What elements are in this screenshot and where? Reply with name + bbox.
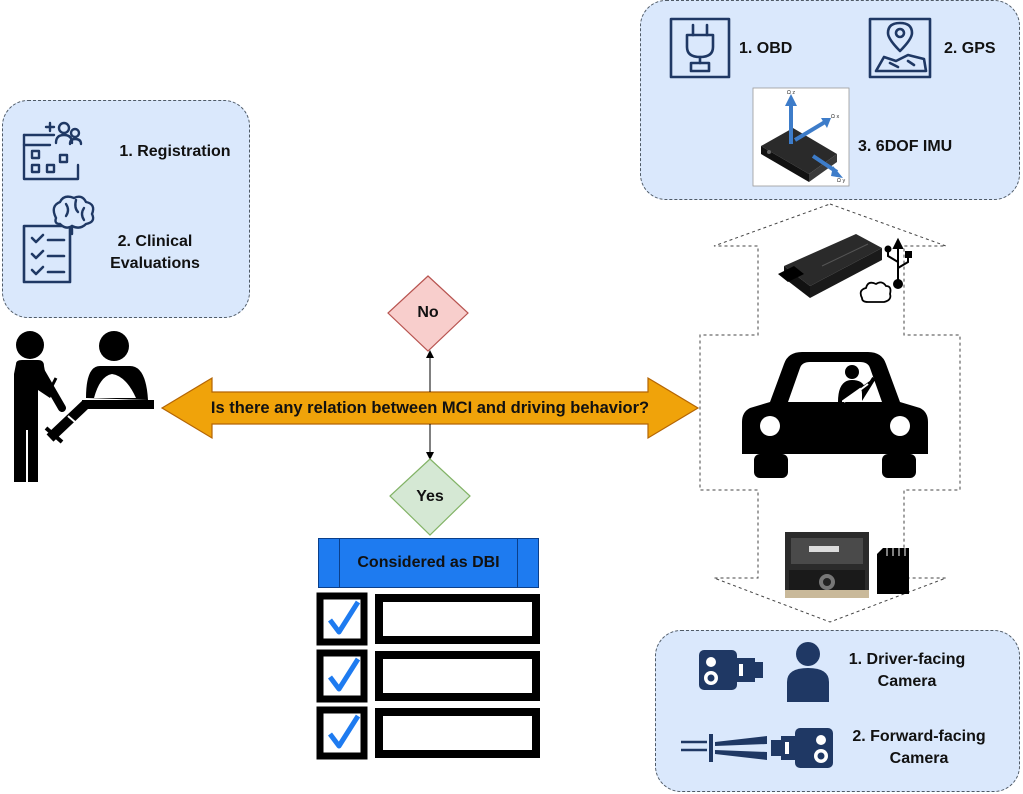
gps-map-icon: [868, 17, 932, 79]
car-icon: [742, 352, 928, 478]
yes-label: Yes: [416, 488, 444, 505]
obd-dongle-icon: [778, 234, 912, 303]
forward-camera-line2: Camera: [889, 750, 949, 767]
clinical-evaluations-line1: 2. Clinical: [117, 233, 193, 250]
sd-card-icon: [877, 548, 909, 594]
clinical-evaluation-icon: [22, 195, 95, 284]
imu-label: 3. 6DOF IMU: [858, 138, 953, 155]
imu-axis-z: Ω z: [787, 90, 795, 96]
yes-diamond: [389, 458, 471, 536]
checklist-row: [316, 649, 540, 703]
no-diamond: [387, 275, 469, 352]
checklist-row: [316, 592, 540, 646]
driver-camera-label: 1. Driver-facing Camera: [832, 649, 982, 693]
imu-axis-y: Ω y: [837, 178, 845, 184]
dashcam-device-image: [785, 532, 909, 598]
checkmark-icon: [328, 657, 361, 692]
forward-camera-label: 2. Forward-facing Camera: [838, 726, 1000, 770]
checkmark-icon: [328, 714, 361, 749]
dbi-checklist: [316, 592, 540, 760]
driver-person-icon: [787, 642, 829, 702]
dbi-header-label: Considered as DBI: [357, 554, 500, 571]
clinical-evaluations-line2: Evaluations: [110, 255, 200, 272]
obd-plug-icon: [669, 17, 731, 79]
imu-axis-x: Ω x: [831, 114, 839, 120]
question-text: Is there any relation between MCI and dr…: [210, 399, 650, 417]
driver-camera-icon: [699, 650, 763, 690]
cloud-icon: [859, 281, 892, 303]
driver-camera-line2: Camera: [877, 673, 937, 690]
forward-camera-line1: 2. Forward-facing: [852, 728, 986, 745]
gps-label: 2. GPS: [944, 40, 996, 57]
checklist-row: [316, 706, 540, 760]
registration-label: 1. Registration: [119, 143, 231, 160]
driver-camera-line1: 1. Driver-facing: [848, 651, 966, 668]
forward-camera-icon: [681, 728, 833, 768]
dbi-header: Considered as DBI: [318, 538, 539, 588]
clinician-patient-icon: [14, 331, 154, 482]
registration-icon: [22, 121, 83, 181]
checkmark-icon: [328, 600, 361, 635]
obd-label: 1. OBD: [739, 40, 793, 57]
no-label: No: [417, 304, 439, 321]
imu-device-image: Ω z Ω x Ω y: [752, 87, 850, 187]
clinical-evaluations-label: 2. Clinical Evaluations: [95, 231, 215, 275]
